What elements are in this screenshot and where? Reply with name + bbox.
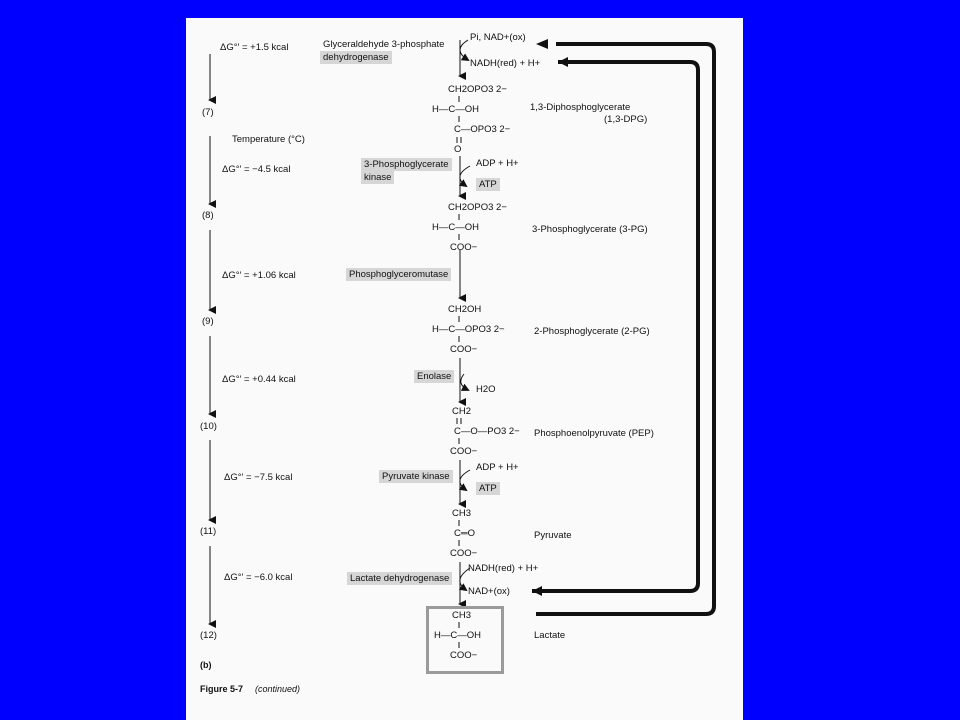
cofactor-pi-nad: Pi, NAD+(ox)	[470, 32, 526, 43]
step-8: (8)	[202, 210, 214, 221]
struct-pyr-1: CH3	[452, 508, 472, 519]
struct-pep-1: CH2	[452, 406, 472, 417]
cofactor-atp-1: ATP	[476, 178, 500, 191]
struct-dpg-2: H—C—OH	[432, 104, 479, 115]
compound-lactate: Lactate	[534, 630, 566, 641]
compound-dpg-abbr: (1,3-DPG)	[604, 114, 648, 125]
delta-g-7: ΔG°′ = +1.5 kcal	[220, 42, 289, 53]
enzyme-pgk-line2: kinase	[361, 171, 395, 184]
struct-pep-3: COO−	[450, 446, 478, 457]
delta-g-9: ΔG°′ = +1.06 kcal	[222, 270, 296, 281]
step-7: (7)	[202, 107, 214, 118]
delta-g-12: ΔG°′ = −6.0 kcal	[224, 572, 293, 583]
cofactor-nadh-h: NADH(red) + H+	[470, 58, 541, 69]
struct-dpg-1: CH2OPO3 2−	[448, 84, 507, 95]
lactate-box	[426, 606, 504, 674]
compound-pep: Phosphoenolpyruvate (PEP)	[534, 428, 654, 439]
figure-note: (continued)	[255, 684, 301, 694]
delta-g-10: ΔG°′ = +0.44 kcal	[222, 374, 296, 385]
struct-pyr-2: C═O	[454, 528, 475, 539]
enzyme-gapdh-line2: dehydrogenase	[320, 51, 392, 64]
struct-pg3-2: H—C—OH	[432, 222, 479, 233]
cofactor-adp-h-1: ADP + H+	[476, 158, 519, 169]
step-10: (10)	[200, 421, 217, 432]
struct-pg3-3: COO−	[450, 242, 478, 253]
compound-dpg: 1,3-Diphosphoglycerate	[530, 102, 631, 113]
cofactor-nadh-h-2: NADH(red) + H+	[468, 563, 539, 574]
cofactor-nad-ox: NAD+(ox)	[468, 586, 510, 597]
enzyme-gapdh-line1: Glyceraldehyde 3-phosphate	[323, 39, 445, 50]
step-11: (11)	[200, 526, 217, 537]
figure-number: Figure 5-7	[200, 684, 244, 694]
struct-pyr-3: COO−	[450, 548, 478, 559]
struct-dpg-3: C—OPO3 2−	[454, 124, 511, 135]
struct-pg3-1: CH2OPO3 2−	[448, 202, 507, 213]
enzyme-pgk-line1: 3-Phosphoglycerate	[361, 158, 452, 171]
pathway-lines	[208, 39, 716, 648]
cofactor-h2o: H2O	[476, 384, 496, 395]
struct-dpg-4: O	[454, 144, 462, 155]
compound-pyruvate: Pyruvate	[534, 530, 572, 541]
compound-2pg: 2-Phosphoglycerate (2-PG)	[534, 326, 650, 337]
step-12: (12)	[200, 630, 217, 641]
panel-label: (b)	[200, 660, 212, 670]
cofactor-atp-2: ATP	[476, 482, 500, 495]
struct-pg2-2: H—C—OPO3 2−	[432, 324, 505, 335]
enzyme-pgm: Phosphoglyceromutase	[346, 268, 452, 281]
enzyme-pk: Pyruvate kinase	[379, 470, 453, 483]
step-9: (9)	[202, 316, 214, 327]
enzyme-enolase: Enolase	[414, 370, 455, 383]
compound-3pg: 3-Phosphoglycerate (3-PG)	[532, 224, 648, 235]
struct-pep-2: C—O—PO3 2−	[454, 426, 520, 437]
struct-pg2-1: CH2OH	[448, 304, 482, 315]
struct-lac-3: COO−	[450, 650, 478, 661]
textbook-page: (7) (8) (9) (10) (11) (12) ΔG°′ = +1.5 k…	[186, 18, 743, 720]
enzyme-ldh: Lactate dehydrogenase	[347, 572, 453, 585]
temperature-label: Temperature (°C)	[232, 134, 305, 145]
figure-caption: Figure 5-7 (continued)	[200, 684, 300, 694]
struct-lac-1: CH3	[452, 610, 472, 621]
struct-pg2-3: COO−	[450, 344, 478, 355]
delta-g-11: ΔG°′ = −7.5 kcal	[224, 472, 293, 483]
struct-lac-2: H—C—OH	[434, 630, 481, 641]
cofactor-adp-h-2: ADP + H+	[476, 462, 519, 473]
delta-g-8: ΔG°′ = −4.5 kcal	[222, 164, 291, 175]
